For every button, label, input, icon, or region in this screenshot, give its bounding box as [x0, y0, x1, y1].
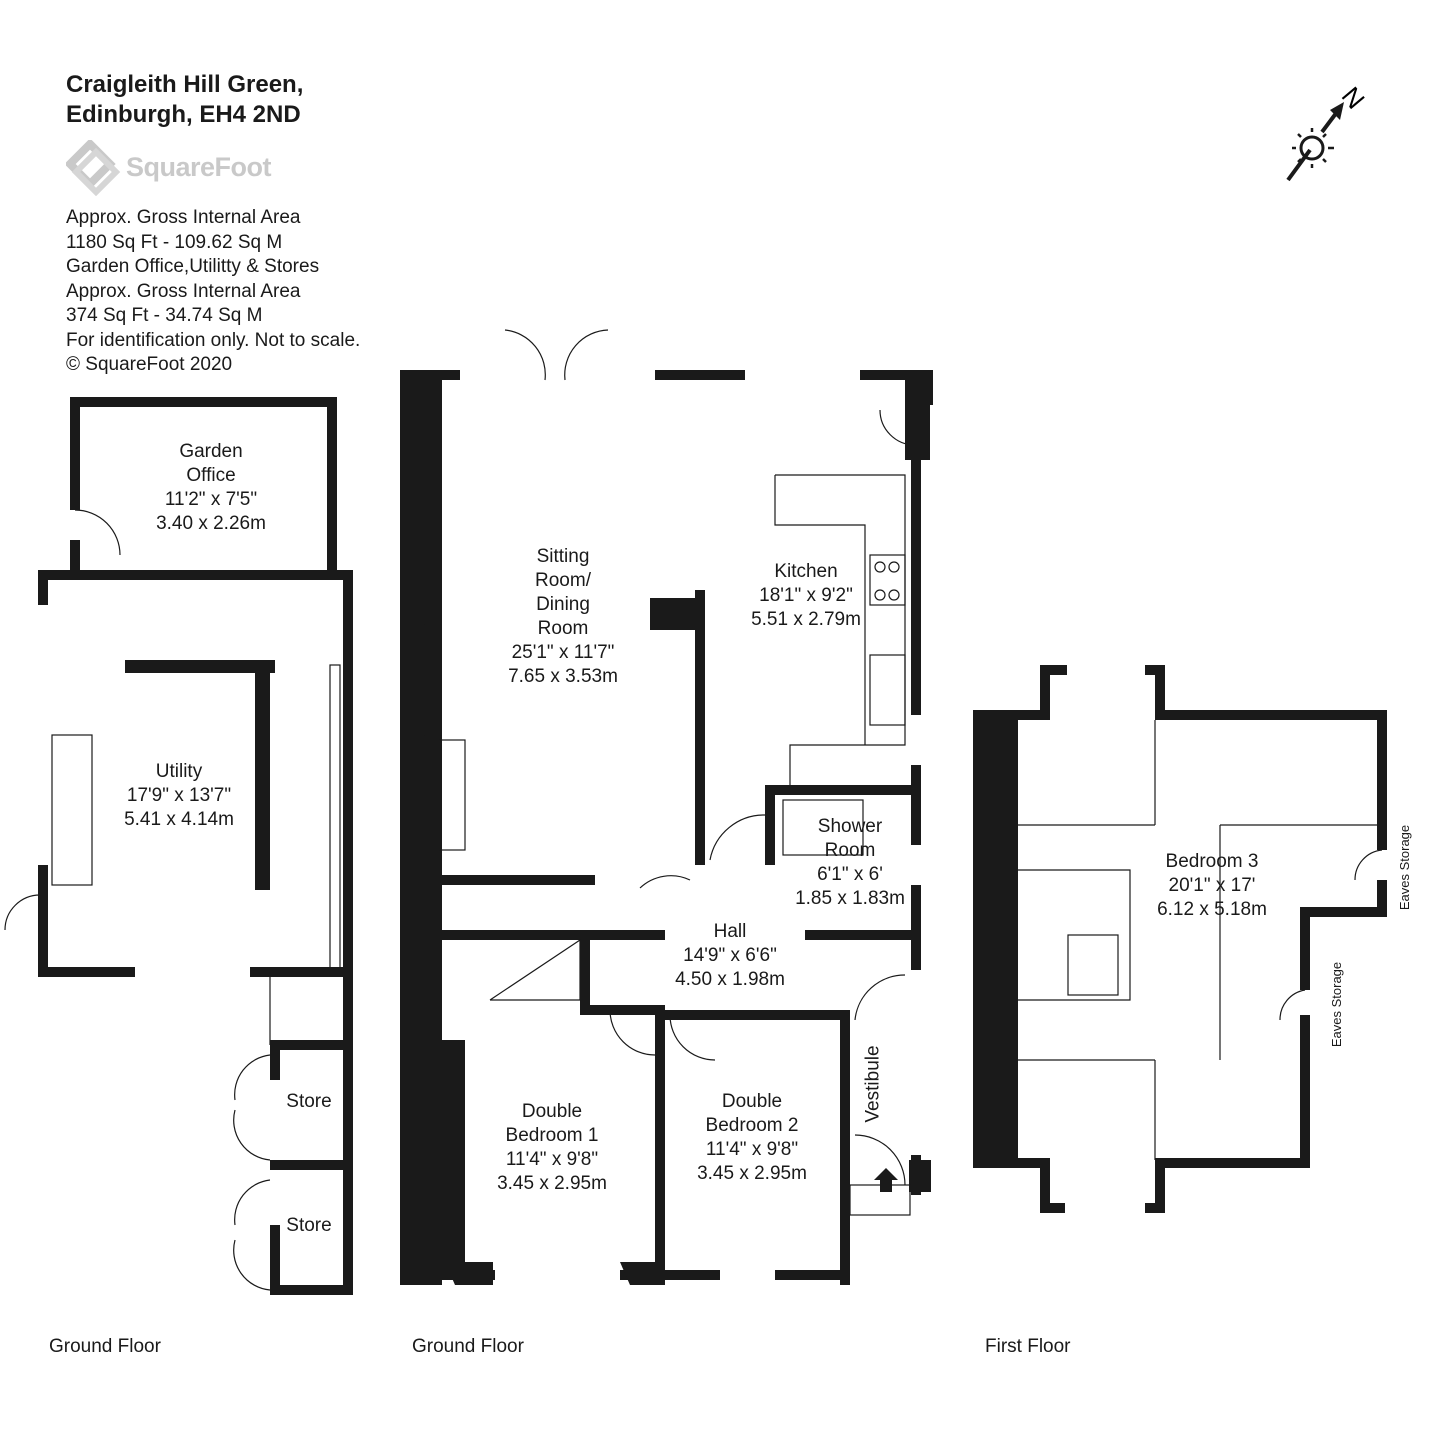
room-label-vestibule: Vestibule	[862, 1045, 884, 1123]
room-label-eaves-storage-2: Eaves Storage	[1329, 961, 1345, 1048]
room-label-kitchen: Kitchen 18'1" x 9'2" 5.51 x 2.79m	[751, 561, 861, 630]
room-label-utility: Utility 17'9" x 13'7" 5.41 x 4.14m	[124, 761, 234, 830]
room-label-sitting-room: Sitting Room/ Dining Room 25'1" x 11'7" …	[508, 546, 618, 687]
first-floor-walls	[973, 665, 1387, 1213]
chimney-breast	[650, 598, 700, 630]
room-label-store-1: Store	[286, 1091, 332, 1112]
brand-logo: SquareFoot	[64, 138, 296, 197]
room-label-bedroom-1: Double Bedroom 1 11'4" x 9'8" 3.45 x 2.9…	[497, 1101, 607, 1194]
area-line: Garden Office,Utilitty & Stores	[66, 256, 320, 277]
room-label-eaves-storage-1: Eaves Storage	[1397, 824, 1413, 911]
utility-walls	[38, 570, 353, 977]
area-line: 1180 Sq Ft - 109.62 Sq M	[66, 231, 283, 253]
compass-icon: N	[1286, 81, 1371, 182]
room-label-store-2: Store	[286, 1215, 332, 1236]
entrance-arrow-icon	[874, 1168, 898, 1192]
room-label-shower-room: Shower Room 6'1" x 6' 1.85 x 1.83m	[795, 816, 905, 909]
area-line: 374 Sq Ft - 34.74 Sq M	[66, 305, 263, 326]
first-floor-west-wall	[975, 712, 1018, 1164]
room-label-bedroom-3: Bedroom 3 20'1" x 17' 6.12 x 5.18m	[1157, 851, 1267, 920]
floor-caption-ground: Ground Floor	[412, 1336, 524, 1357]
floor-caption-first: First Floor	[985, 1336, 1071, 1357]
address-title: Craigleith Hill Green, Edinburgh, EH4 2N…	[66, 70, 303, 130]
area-line: Approx. Gross Internal Area	[66, 280, 301, 302]
room-label-bedroom-2: Double Bedroom 2 11'4" x 9'8" 3.45 x 2.9…	[697, 1091, 807, 1184]
west-wall	[400, 372, 442, 1285]
diamond-logo-icon	[64, 138, 121, 197]
area-line: For identification only. Not to scale.	[66, 329, 361, 351]
room-label-garden-office: Garden Office 11'2" x 7'5" 3.40 x 2.26m	[156, 441, 266, 534]
area-line: © SquareFoot 2020	[66, 354, 233, 375]
area-line: Approx. Gross Internal Area	[66, 207, 301, 228]
store-walls	[270, 967, 353, 1295]
area-notes: Approx. Gross Internal Area 1180 Sq Ft -…	[66, 206, 360, 378]
room-label-hall: Hall 14'9" x 6'6" 4.50 x 1.98m	[675, 921, 785, 990]
brand-name: SquareFoot	[126, 152, 272, 182]
address-line-2: Edinburgh, EH4 2ND	[66, 101, 301, 128]
floor-caption-outbuildings: Ground Floor	[49, 1336, 161, 1357]
address-line-1: Craigleith Hill Green,	[66, 71, 304, 98]
